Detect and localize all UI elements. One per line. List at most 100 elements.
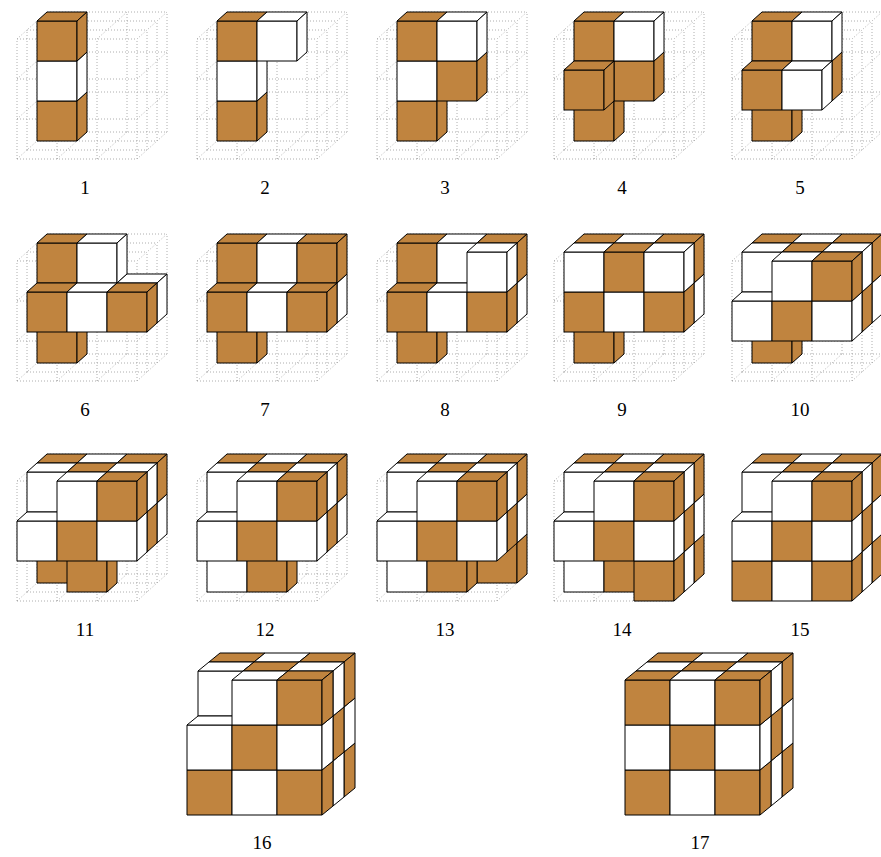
frame-line <box>704 12 705 132</box>
cube-face <box>232 725 277 770</box>
frame-line <box>277 354 307 381</box>
frame-line <box>634 354 664 381</box>
frame-line <box>497 354 527 381</box>
cube-face <box>457 481 497 521</box>
wire-frame <box>554 234 704 381</box>
step-number: 16 <box>253 833 272 852</box>
frame-line <box>137 52 167 79</box>
frame-line <box>674 12 704 39</box>
cube-stage <box>732 234 881 381</box>
cube-face <box>327 283 337 332</box>
wire-frame <box>732 12 881 159</box>
cube-face <box>217 243 257 283</box>
frame-line <box>327 30 328 150</box>
frame-line <box>17 39 18 159</box>
cube-face <box>772 561 812 601</box>
wire-frame <box>377 454 527 601</box>
cube-face <box>732 521 772 561</box>
step-number: 6 <box>80 400 90 419</box>
cubes <box>554 454 704 601</box>
frame-line <box>497 92 527 119</box>
wire-frame <box>554 12 704 159</box>
frame-line <box>137 234 167 261</box>
frame-line <box>377 601 497 602</box>
cube-stage <box>17 12 167 159</box>
cube-face <box>614 21 654 61</box>
frame-line <box>147 30 148 150</box>
cube-face <box>822 61 832 110</box>
cube-stage <box>554 454 704 601</box>
cube-face <box>684 463 694 512</box>
cube-face <box>812 561 852 601</box>
cube-stage <box>377 12 527 159</box>
cubes <box>217 12 307 141</box>
cube-face <box>387 292 427 332</box>
cube-face <box>564 70 604 110</box>
cube-face <box>517 234 527 283</box>
step-number: 13 <box>436 620 455 639</box>
frame-line <box>277 132 307 159</box>
frame-line <box>387 372 507 373</box>
cube-face <box>377 521 417 561</box>
frame-line <box>564 150 684 151</box>
cube-face <box>732 561 772 601</box>
step-number: 11 <box>76 620 94 639</box>
cube-face <box>17 521 57 561</box>
cube-face <box>517 454 527 503</box>
cube-face <box>670 770 715 815</box>
cube-face <box>832 12 842 61</box>
cube-face <box>297 243 337 283</box>
cube-face <box>217 101 257 141</box>
step-number: 9 <box>617 400 627 419</box>
frame-line <box>732 159 852 160</box>
step-number: 2 <box>260 178 270 197</box>
cube-face <box>872 234 881 283</box>
cube-face <box>427 292 467 332</box>
frame-line <box>137 354 167 381</box>
step-number: 8 <box>440 400 450 419</box>
cube-face <box>554 521 594 561</box>
cubes <box>17 454 167 592</box>
cube-face <box>625 770 670 815</box>
frame-line <box>17 601 137 602</box>
frame-line <box>554 381 674 382</box>
frame-line <box>742 150 862 151</box>
cube-face <box>772 261 812 301</box>
cube-face <box>812 261 852 301</box>
cube-face <box>247 292 287 332</box>
cube-face <box>457 521 497 561</box>
cube-face <box>77 12 87 61</box>
cube-face <box>327 463 337 512</box>
cube-face <box>157 274 167 323</box>
cube-face <box>277 680 322 725</box>
cube-face <box>237 521 277 561</box>
frame-line <box>862 30 863 150</box>
cube-face <box>604 61 614 110</box>
frame-line <box>457 354 487 381</box>
cube-face <box>674 472 684 521</box>
cube-face <box>27 292 67 332</box>
wire-frame <box>377 234 527 381</box>
cube-face <box>852 472 862 521</box>
cube-face <box>37 21 77 61</box>
cube-face <box>437 21 477 61</box>
wire-frame <box>197 454 347 601</box>
cube-face <box>417 521 457 561</box>
cube-face <box>237 481 277 521</box>
cubes <box>564 234 704 363</box>
cube-face <box>147 283 157 332</box>
cubes <box>732 454 881 601</box>
cube-face <box>772 481 812 521</box>
frame-line <box>852 92 881 119</box>
cube-face <box>37 101 77 141</box>
cube-face <box>217 21 257 61</box>
cube-stage <box>17 234 167 381</box>
frame-line <box>497 39 498 159</box>
cubes <box>625 653 793 815</box>
cube-face <box>257 21 297 61</box>
cube-face <box>862 463 872 512</box>
frame-line <box>377 381 497 382</box>
frame-line <box>137 92 167 119</box>
cube-face <box>157 454 167 503</box>
